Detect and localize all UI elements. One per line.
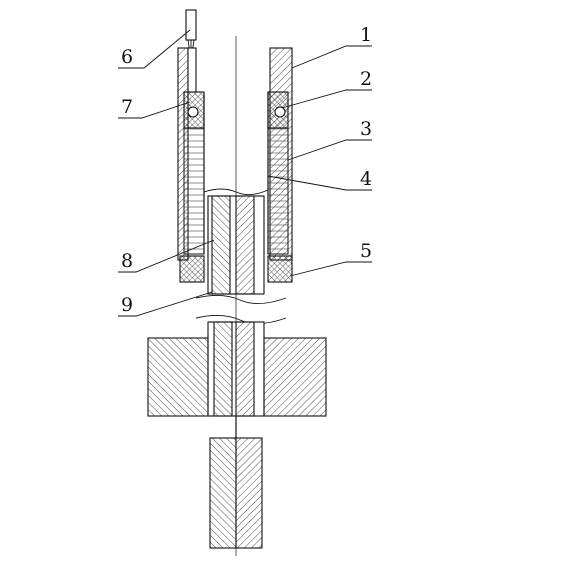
coil-left xyxy=(183,127,205,255)
o-ring-left xyxy=(187,106,199,118)
leader-lines xyxy=(118,29,372,317)
label-8: 8 xyxy=(121,250,133,272)
lower-rod-core-left xyxy=(213,321,233,417)
label-6: 6 xyxy=(121,46,133,68)
bottom-fixture-right xyxy=(235,437,263,549)
label-3: 3 xyxy=(360,118,372,140)
bottom-fixture-left xyxy=(209,437,237,549)
rod-core-left xyxy=(211,195,231,295)
label-2: 2 xyxy=(360,68,372,90)
bottom-seal-left xyxy=(179,255,205,283)
base-block-right xyxy=(263,337,327,417)
break-line-middle-2 xyxy=(195,315,287,324)
break-line-upper xyxy=(203,188,269,195)
o-ring-right xyxy=(274,106,286,118)
housing-inner-gap-left xyxy=(187,47,197,93)
bottom-seal-right xyxy=(267,255,293,283)
base-block-left xyxy=(147,337,209,417)
label-7: 7 xyxy=(121,96,133,118)
label-5: 5 xyxy=(360,240,372,262)
label-9: 9 xyxy=(121,294,133,316)
label-1: 1 xyxy=(360,24,372,46)
lower-rod-core-right xyxy=(235,321,255,417)
label-4: 4 xyxy=(360,168,372,190)
coil-right xyxy=(267,127,289,255)
rod-core-right xyxy=(235,195,255,295)
break-line-middle xyxy=(195,295,287,304)
